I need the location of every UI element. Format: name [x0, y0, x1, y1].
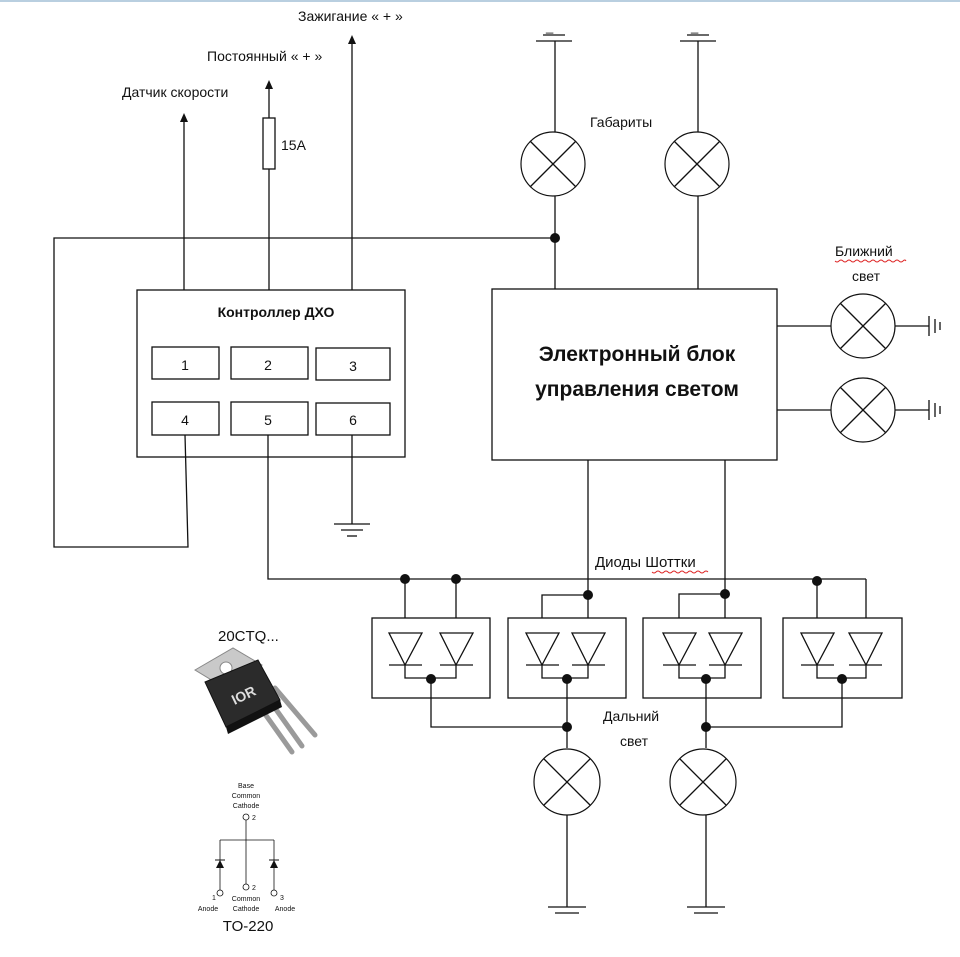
low-beam-ground-2	[895, 400, 941, 420]
gabarity-lamp-left	[520, 131, 586, 197]
svg-text:Anode: Anode	[198, 906, 218, 913]
low-beam-lamp-2	[830, 377, 896, 443]
gabarity-node	[550, 233, 560, 243]
node-block-left	[583, 590, 593, 600]
spellcheck-underline	[834, 259, 907, 263]
high-beam-lamp-left	[533, 748, 601, 816]
high-beam-lamp-right	[669, 748, 737, 816]
high-beam-label-1: Дальний	[603, 708, 659, 724]
diode-pack-3	[642, 617, 762, 699]
high-beam-left-ground	[548, 815, 586, 914]
pin-3-label: 3	[349, 358, 357, 374]
spellcheck-underline-2	[651, 570, 709, 574]
diode-pack-4	[782, 617, 903, 699]
gabarity-right-ground: _	[680, 19, 716, 133]
low-beam-ground-1	[895, 316, 941, 336]
speed-sensor-label: Датчик скорости	[122, 84, 228, 100]
svg-text:Base: Base	[238, 783, 254, 790]
svg-text:2: 2	[252, 885, 256, 892]
controller-pins: 1 2 3 4 5 6	[151, 346, 391, 436]
high-beam-right-ground	[687, 815, 725, 914]
bus-node-2	[451, 574, 461, 584]
svg-text:Common: Common	[232, 793, 261, 800]
ignition-label: Зажигание « + »	[298, 8, 403, 24]
svg-text:_: _	[545, 19, 554, 34]
svg-text:Cathode: Cathode	[233, 906, 260, 913]
light-control-block	[491, 288, 778, 461]
gabarity-lamp-right	[664, 131, 730, 197]
svg-text:Cathode: Cathode	[233, 803, 260, 810]
to220-chip-image: IOR	[194, 647, 318, 755]
pin-5-label: 5	[264, 412, 272, 428]
block-label-line1: Электронный блок	[539, 343, 736, 366]
constant-plus-label: Постоянный « + »	[207, 48, 322, 64]
pin-2	[230, 346, 309, 380]
svg-text:_: _	[690, 19, 699, 34]
pin-5	[230, 401, 309, 436]
fuse-label: 15А	[281, 137, 307, 153]
pin-4-label: 4	[181, 412, 189, 428]
controller-label: Контроллер ДХО	[218, 304, 335, 320]
pin5-bus-wire	[267, 435, 866, 580]
bus-node-1	[400, 574, 410, 584]
pin-6	[315, 402, 391, 436]
pin6-ground	[334, 435, 370, 537]
svg-text:3: 3	[280, 895, 284, 902]
low-beam-lamp-1	[830, 293, 896, 359]
gabarity-left-ground: _	[536, 19, 572, 133]
svg-text:Common: Common	[232, 896, 261, 903]
pin-1	[151, 346, 220, 380]
pin-1-label: 1	[181, 357, 189, 373]
part-name-label: 20CTQ...	[218, 628, 279, 645]
pin-2-label: 2	[264, 357, 272, 373]
high-beam-left-feed-a	[430, 679, 567, 728]
package-label: TO-220	[223, 918, 274, 935]
schottky-label: Диоды Шоттки	[595, 554, 696, 571]
svg-text:2: 2	[252, 815, 256, 822]
node-block-right	[720, 589, 730, 599]
to220-pinout: Base Common Cathode 2 1 Anode 2 Common C…	[198, 783, 295, 913]
fuse	[262, 117, 276, 170]
bus-node-3	[812, 576, 822, 586]
pin4-feedback-wire	[53, 237, 555, 548]
high-beam-label-2: свет	[620, 733, 649, 749]
block-output-left	[541, 460, 589, 635]
high-beam-right-feed-a	[706, 679, 843, 728]
low-beam-label-1: Ближний	[835, 243, 893, 259]
block-label-line2: управления светом	[535, 378, 739, 401]
svg-text:1: 1	[212, 895, 216, 902]
block-output-right	[678, 460, 726, 635]
gabarity-label: Габариты	[590, 114, 652, 130]
low-beam-label-2: свет	[852, 268, 881, 284]
high-beam-left-node	[562, 722, 572, 732]
pin-3	[315, 347, 391, 381]
high-beam-right-node	[701, 722, 711, 732]
pin-4	[151, 401, 220, 436]
svg-text:Anode: Anode	[275, 906, 295, 913]
pin-6-label: 6	[349, 412, 357, 428]
